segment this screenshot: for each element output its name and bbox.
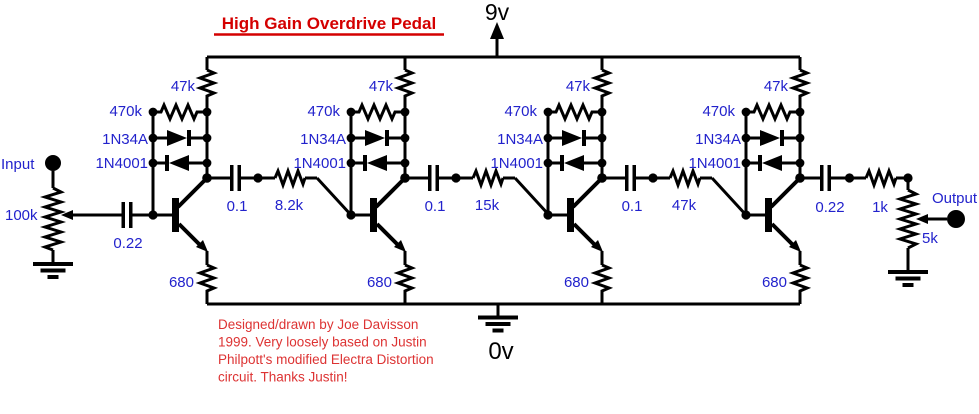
input-network: Input 100k 0.22 xyxy=(1,155,153,279)
supply-voltage-label: 9v xyxy=(485,0,510,25)
stage4-feedback-resistor-label: 470k xyxy=(702,103,735,120)
coupling-1-2: 0.1 8.2k xyxy=(205,163,353,217)
credit-line-4: circuit. Thanks Justin! xyxy=(218,370,348,385)
stage3-germanium-diode-label: 1N34A xyxy=(497,131,543,148)
stage2-feedback-resistor-label: 470k xyxy=(307,103,340,120)
coupling-2-3: 0.1 15k xyxy=(403,163,551,217)
stage2-germanium-diode-label: 1N34A xyxy=(300,131,346,148)
stage1-feedback-resistor-label: 470k xyxy=(109,103,142,120)
ground-symbol-center xyxy=(476,315,520,333)
coupling2-resistor-label: 15k xyxy=(475,197,500,214)
coupling1-cap-label: 0.1 xyxy=(227,198,248,215)
stage2-emitter-resistor-label: 680 xyxy=(367,274,392,291)
stage1-silicon-diode-label: 1N4001 xyxy=(95,155,148,172)
output-pot-label: 5k xyxy=(922,230,938,247)
stage4-silicon-diode-label: 1N4001 xyxy=(688,155,741,172)
stage3-emitter-resistor-label: 680 xyxy=(564,274,589,291)
input-cap-plate xyxy=(121,202,125,228)
output-cap-plate xyxy=(827,165,831,191)
stage1-emitter-resistor-label: 680 xyxy=(169,274,194,291)
amplifier-stage-4: 47k 470k 1N34A 1N4001 680 xyxy=(688,55,809,306)
output-cap-plate xyxy=(820,165,824,191)
output-pot-resistor xyxy=(894,188,922,250)
pot-wiper-arrow-icon xyxy=(61,210,73,220)
stage2-silicon-diode-label: 1N4001 xyxy=(293,155,346,172)
credit-text: Designed/drawn by Joe Davisson 1999. Ver… xyxy=(218,317,434,385)
stage4-collector-resistor-label: 47k xyxy=(764,78,789,95)
output-network: 0.22 1k Output 5k xyxy=(800,165,978,287)
output-label: Output xyxy=(932,190,978,207)
pot-wiper-arrow-icon xyxy=(916,214,928,224)
output-series-resistor-label: 1k xyxy=(872,199,888,216)
amplifier-stage-3: 47k 470k 1N34A 1N4001 680 xyxy=(490,55,611,306)
ground-symbol-output xyxy=(886,270,930,287)
stage1-collector-resistor-label: 47k xyxy=(171,78,196,95)
coupling3-cap-label: 0.1 xyxy=(622,198,643,215)
coupling1-resistor-label: 8.2k xyxy=(275,197,304,214)
input-cap-label: 0.22 xyxy=(113,235,142,252)
input-pot-resistor xyxy=(39,186,67,252)
input-label: Input xyxy=(1,156,35,173)
stage3-collector-resistor-label: 47k xyxy=(566,78,591,95)
output-cap-label: 0.22 xyxy=(815,199,844,216)
page-title: High Gain Overdrive Pedal xyxy=(222,14,436,33)
input-jack-icon xyxy=(45,155,61,171)
ground-voltage-label: 0v xyxy=(488,338,513,365)
coupling2-cap-label: 0.1 xyxy=(425,198,446,215)
stage4-germanium-diode-label: 1N34A xyxy=(695,131,741,148)
amplifier-stage-1: 47k 470k 1N34A 1N4001 680 xyxy=(95,55,216,306)
credit-line-1: Designed/drawn by Joe Davisson xyxy=(218,317,418,332)
ground-symbol-input xyxy=(31,262,75,279)
credit-line-2: 1999. Very loosely based on Justin xyxy=(218,335,427,350)
output-series-resistor-graphic xyxy=(864,166,898,190)
stage4-emitter-resistor-label: 680 xyxy=(762,274,787,291)
coupling3-resistor-label: 47k xyxy=(672,197,697,214)
amplifier-stage-2: 47k 470k 1N34A 1N4001 680 xyxy=(293,55,414,306)
stage2-collector-resistor-label: 47k xyxy=(369,78,394,95)
stage1-germanium-diode-label: 1N34A xyxy=(102,131,148,148)
input-pot-label: 100k xyxy=(5,207,38,224)
stage3-silicon-diode-label: 1N4001 xyxy=(490,155,543,172)
supply-arrow-icon xyxy=(490,22,504,57)
stage3-feedback-resistor-label: 470k xyxy=(504,103,537,120)
power-rails xyxy=(207,55,800,318)
credit-line-3: Philpott's modified Electra Distortion xyxy=(218,352,434,367)
input-cap-plate xyxy=(129,202,133,228)
coupling-3-4: 0.1 47k xyxy=(600,163,748,217)
output-jack-icon xyxy=(947,210,965,228)
